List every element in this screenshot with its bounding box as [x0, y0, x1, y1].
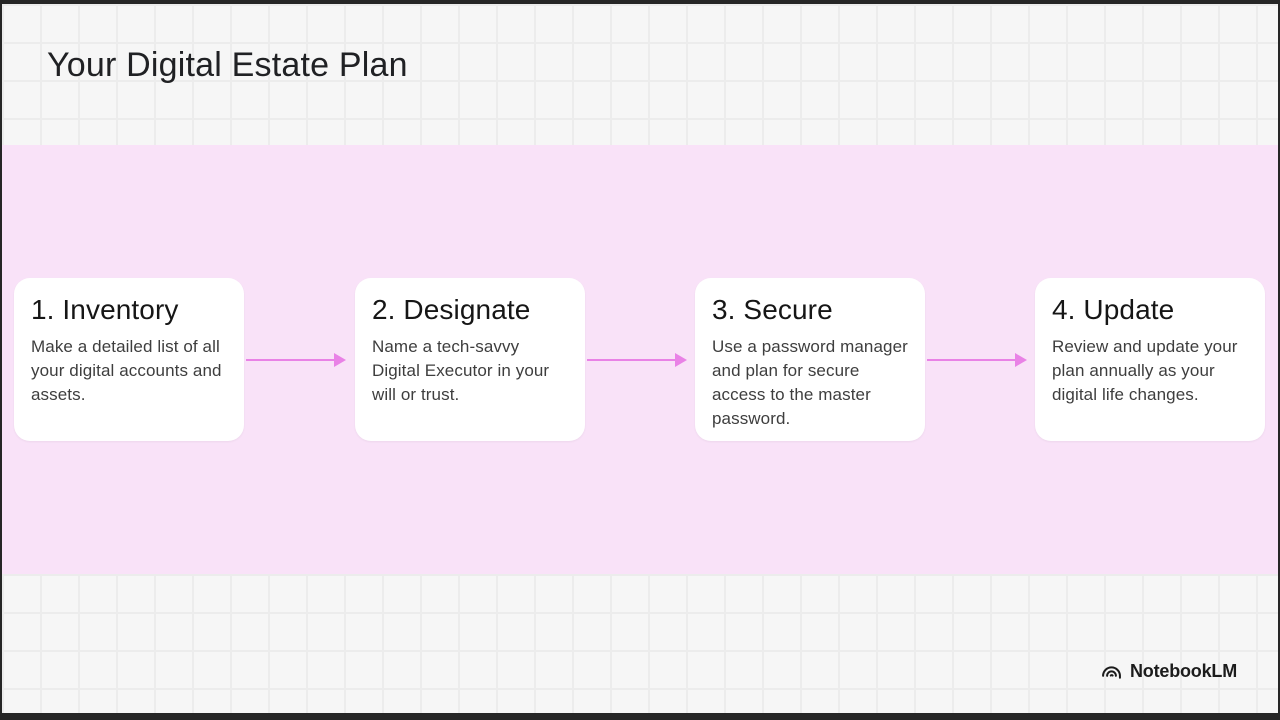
step-heading: 1. Inventory	[31, 294, 179, 325]
arrow-head	[1015, 353, 1027, 367]
step-card-inventory: 1. Inventory Make a detailed list of all…	[14, 278, 244, 441]
step-heading: 2. Designate	[372, 294, 531, 325]
arrow-line	[927, 359, 1015, 361]
notebooklm-logo-icon	[1100, 660, 1123, 683]
slide-canvas: Your Digital Estate Plan 1. Inventory Ma…	[2, 4, 1278, 713]
flow-arrow-icon	[246, 353, 346, 367]
arrow-head	[675, 353, 687, 367]
brand-name: NotebookLM	[1130, 661, 1237, 681]
brand-footer: NotebookLM	[1100, 660, 1237, 683]
step-description: Use a password manager and plan for secu…	[712, 336, 908, 428]
step-heading: 3. Secure	[712, 294, 833, 325]
step-card-designate: 2. Designate Name a tech-savvy Digital E…	[355, 278, 585, 441]
page-title: Your Digital Estate Plan	[47, 46, 408, 84]
step-description: Make a detailed list of all your digital…	[31, 336, 222, 404]
step-card-secure: 3. Secure Use a password manager and pla…	[695, 278, 925, 441]
flow-arrow-icon	[927, 353, 1027, 367]
step-description: Name a tech-savvy Digital Executor in yo…	[372, 336, 550, 404]
arrow-head	[334, 353, 346, 367]
step-description: Review and update your plan annually as …	[1052, 336, 1238, 404]
arrow-line	[587, 359, 675, 361]
step-heading: 4. Update	[1052, 294, 1175, 325]
arrow-line	[246, 359, 334, 361]
flow-arrow-icon	[587, 353, 687, 367]
step-card-update: 4. Update Review and update your plan an…	[1035, 278, 1265, 441]
